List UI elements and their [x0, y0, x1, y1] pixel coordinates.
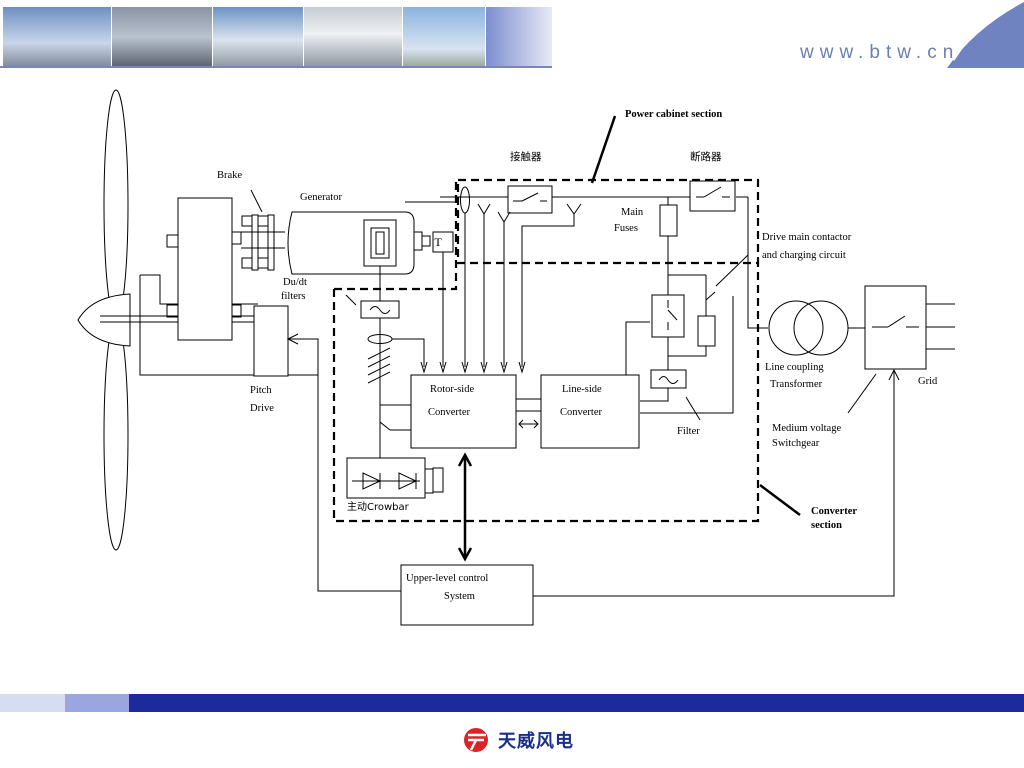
line-side-label-2: Converter: [560, 407, 602, 418]
logo-mark-icon: [464, 728, 488, 752]
upper-control-label-2: System: [444, 591, 475, 602]
mv-switchgear-label-2: Switchgear: [772, 438, 820, 449]
converter-section-label-2: section: [811, 520, 842, 531]
line-side-converter: [540, 374, 640, 449]
crowbar-label: 主动Crowbar: [347, 501, 410, 513]
power-cabinet-section: [456, 178, 760, 265]
rotor-side-converter: [410, 374, 517, 449]
dudt-label-2: filters: [281, 291, 306, 302]
converter-section: [334, 180, 458, 291]
pitch-drive: [253, 305, 289, 377]
mv-switchgear-label-1: Medium voltage: [772, 423, 841, 434]
filter-label: Filter: [677, 426, 700, 437]
t-box-label: T: [434, 235, 442, 249]
charging-resistor: [697, 315, 716, 347]
rotor-side-label-2: Converter: [428, 407, 470, 418]
logo-text: 天威风电: [498, 731, 574, 752]
footer-bar-dark: [129, 694, 1024, 712]
line-filter: [650, 369, 687, 389]
grid-label: Grid: [918, 376, 938, 387]
drive-label: Drive: [250, 403, 274, 414]
generator-label: Generator: [300, 192, 342, 203]
footer-bar-light: [0, 694, 65, 712]
rotor-side-label-1: Rotor-side: [430, 384, 474, 395]
pitch-label: Pitch: [250, 385, 272, 396]
wind-turbine-converter-diagram: Power cabinet section 接触器 断路器 Brake Gene…: [77, 89, 955, 626]
corner-swoosh-icon: [947, 0, 1024, 68]
line-coupling-transformer: [768, 300, 824, 356]
line-coupling-label: Line coupling: [765, 362, 824, 373]
brake-label: Brake: [217, 170, 242, 181]
main-fuse: [659, 204, 678, 237]
upper-level-control: [400, 564, 534, 626]
header-rule: [0, 66, 552, 68]
turbine-photo: [3, 7, 111, 67]
converter-section-label-1: Converter: [811, 506, 857, 517]
site-url[interactable]: www.btw.cn: [800, 42, 960, 63]
drive-contactor-label-1: Drive main contactor: [762, 232, 852, 243]
lower-blade: [103, 319, 129, 551]
nacelle-photo: [304, 7, 402, 67]
transformer-label: Transformer: [770, 379, 823, 390]
gearbox: [177, 197, 233, 341]
header-banner: www.btw.cn: [0, 0, 1024, 70]
upper-blade: [103, 89, 129, 321]
main-label: Main: [621, 207, 644, 218]
company-logo: 天威风电: [462, 722, 592, 758]
upper-control-label-1: Upper-level control: [406, 573, 488, 584]
rotor-hub: [77, 293, 131, 347]
wind-farm-photo: [403, 7, 485, 67]
footer-bar: [0, 694, 1024, 712]
contactor-label: 接触器: [510, 150, 542, 163]
factory-building-photo: [213, 7, 303, 67]
line-side-label-1: Line-side: [562, 384, 602, 395]
drive-contactor-label-2: and charging circuit: [762, 250, 846, 261]
footer-bar-mid: [65, 694, 129, 712]
generator: [287, 211, 415, 275]
breaker-label: 断路器: [690, 150, 722, 163]
power-cabinet-label: Power cabinet section: [625, 109, 722, 120]
main-breaker: [689, 180, 736, 212]
stator-contactor: [507, 185, 553, 214]
header-fade-band: [486, 7, 552, 67]
factory-hall-photo: [112, 7, 212, 67]
active-crowbar: [346, 457, 426, 499]
brake: [251, 214, 259, 271]
fuses-label: Fuses: [614, 223, 638, 234]
dudt-label-1: Du/dt: [283, 277, 307, 288]
